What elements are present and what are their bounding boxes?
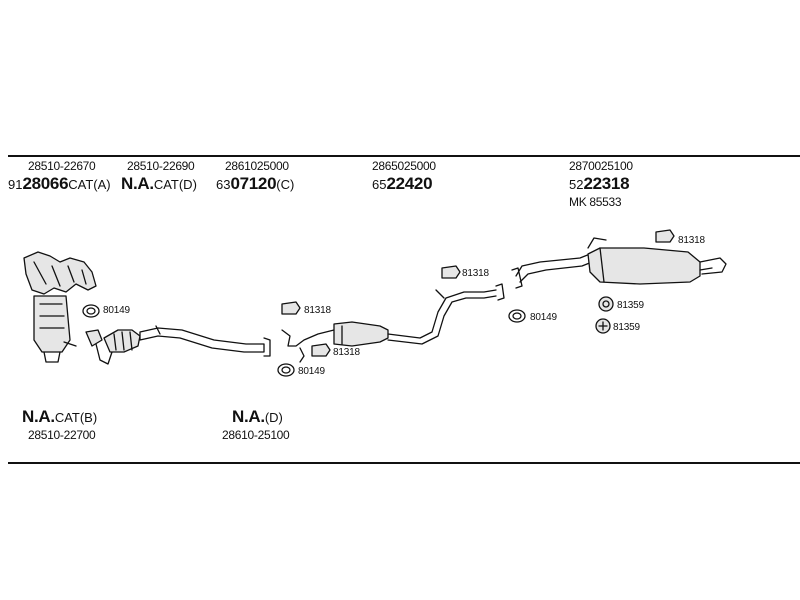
clamp-icons	[281, 229, 675, 357]
part-number-rear-muffler: 2870025100	[569, 159, 633, 173]
part-number-front-pipe: 2861025000	[225, 159, 289, 173]
mounting-kit-code: MK 85533	[569, 195, 622, 209]
part-number-cat-d: 28510-22690	[127, 159, 195, 173]
code-front-pipe: 6307120(C)	[216, 174, 295, 193]
code-pipe-d: N.A.(D)	[232, 407, 283, 426]
code-cat-d: N.A.CAT(D)	[121, 174, 197, 193]
flex-pipe-section	[85, 329, 141, 365]
part-number-manifold-cat-a: 28510-22670	[28, 159, 96, 173]
callout-clamp-1: 81318	[304, 305, 331, 316]
callout-rubber-mount-1: 81359	[617, 300, 644, 311]
front-pipe	[139, 325, 271, 357]
code-rear-muffler: 5222318	[569, 174, 630, 193]
center-muffler-pipe	[281, 283, 505, 363]
code-center-muffler: 6522420	[372, 174, 433, 193]
callout-gasket-2: 80149	[298, 366, 325, 377]
part-number-manifold-cat-b: 28510-22700	[28, 428, 96, 442]
rubber-mount-icons	[595, 296, 614, 334]
callout-gasket-1: 80149	[103, 305, 130, 316]
exhaust-manifold-with-catalyst	[23, 251, 97, 363]
callout-clamp-3: 81318	[462, 268, 489, 279]
top-separator-line	[8, 155, 800, 157]
part-number-center-muffler: 2865025000	[372, 159, 436, 173]
bottom-separator-line	[8, 462, 800, 464]
callout-rubber-mount-2: 81359	[613, 322, 640, 333]
code-manifold-cat-a: 9128066CAT(A)	[8, 174, 111, 193]
callout-clamp-2: 81318	[333, 347, 360, 358]
rear-muffler	[511, 237, 727, 289]
callout-gasket-3: 80149	[530, 312, 557, 323]
gasket-ring-icons	[82, 304, 526, 377]
callout-clamp-4: 81318	[678, 235, 705, 246]
code-manifold-cat-b: N.A.CAT(B)	[22, 407, 98, 426]
part-number-pipe-d: 28610-25100	[222, 428, 290, 442]
